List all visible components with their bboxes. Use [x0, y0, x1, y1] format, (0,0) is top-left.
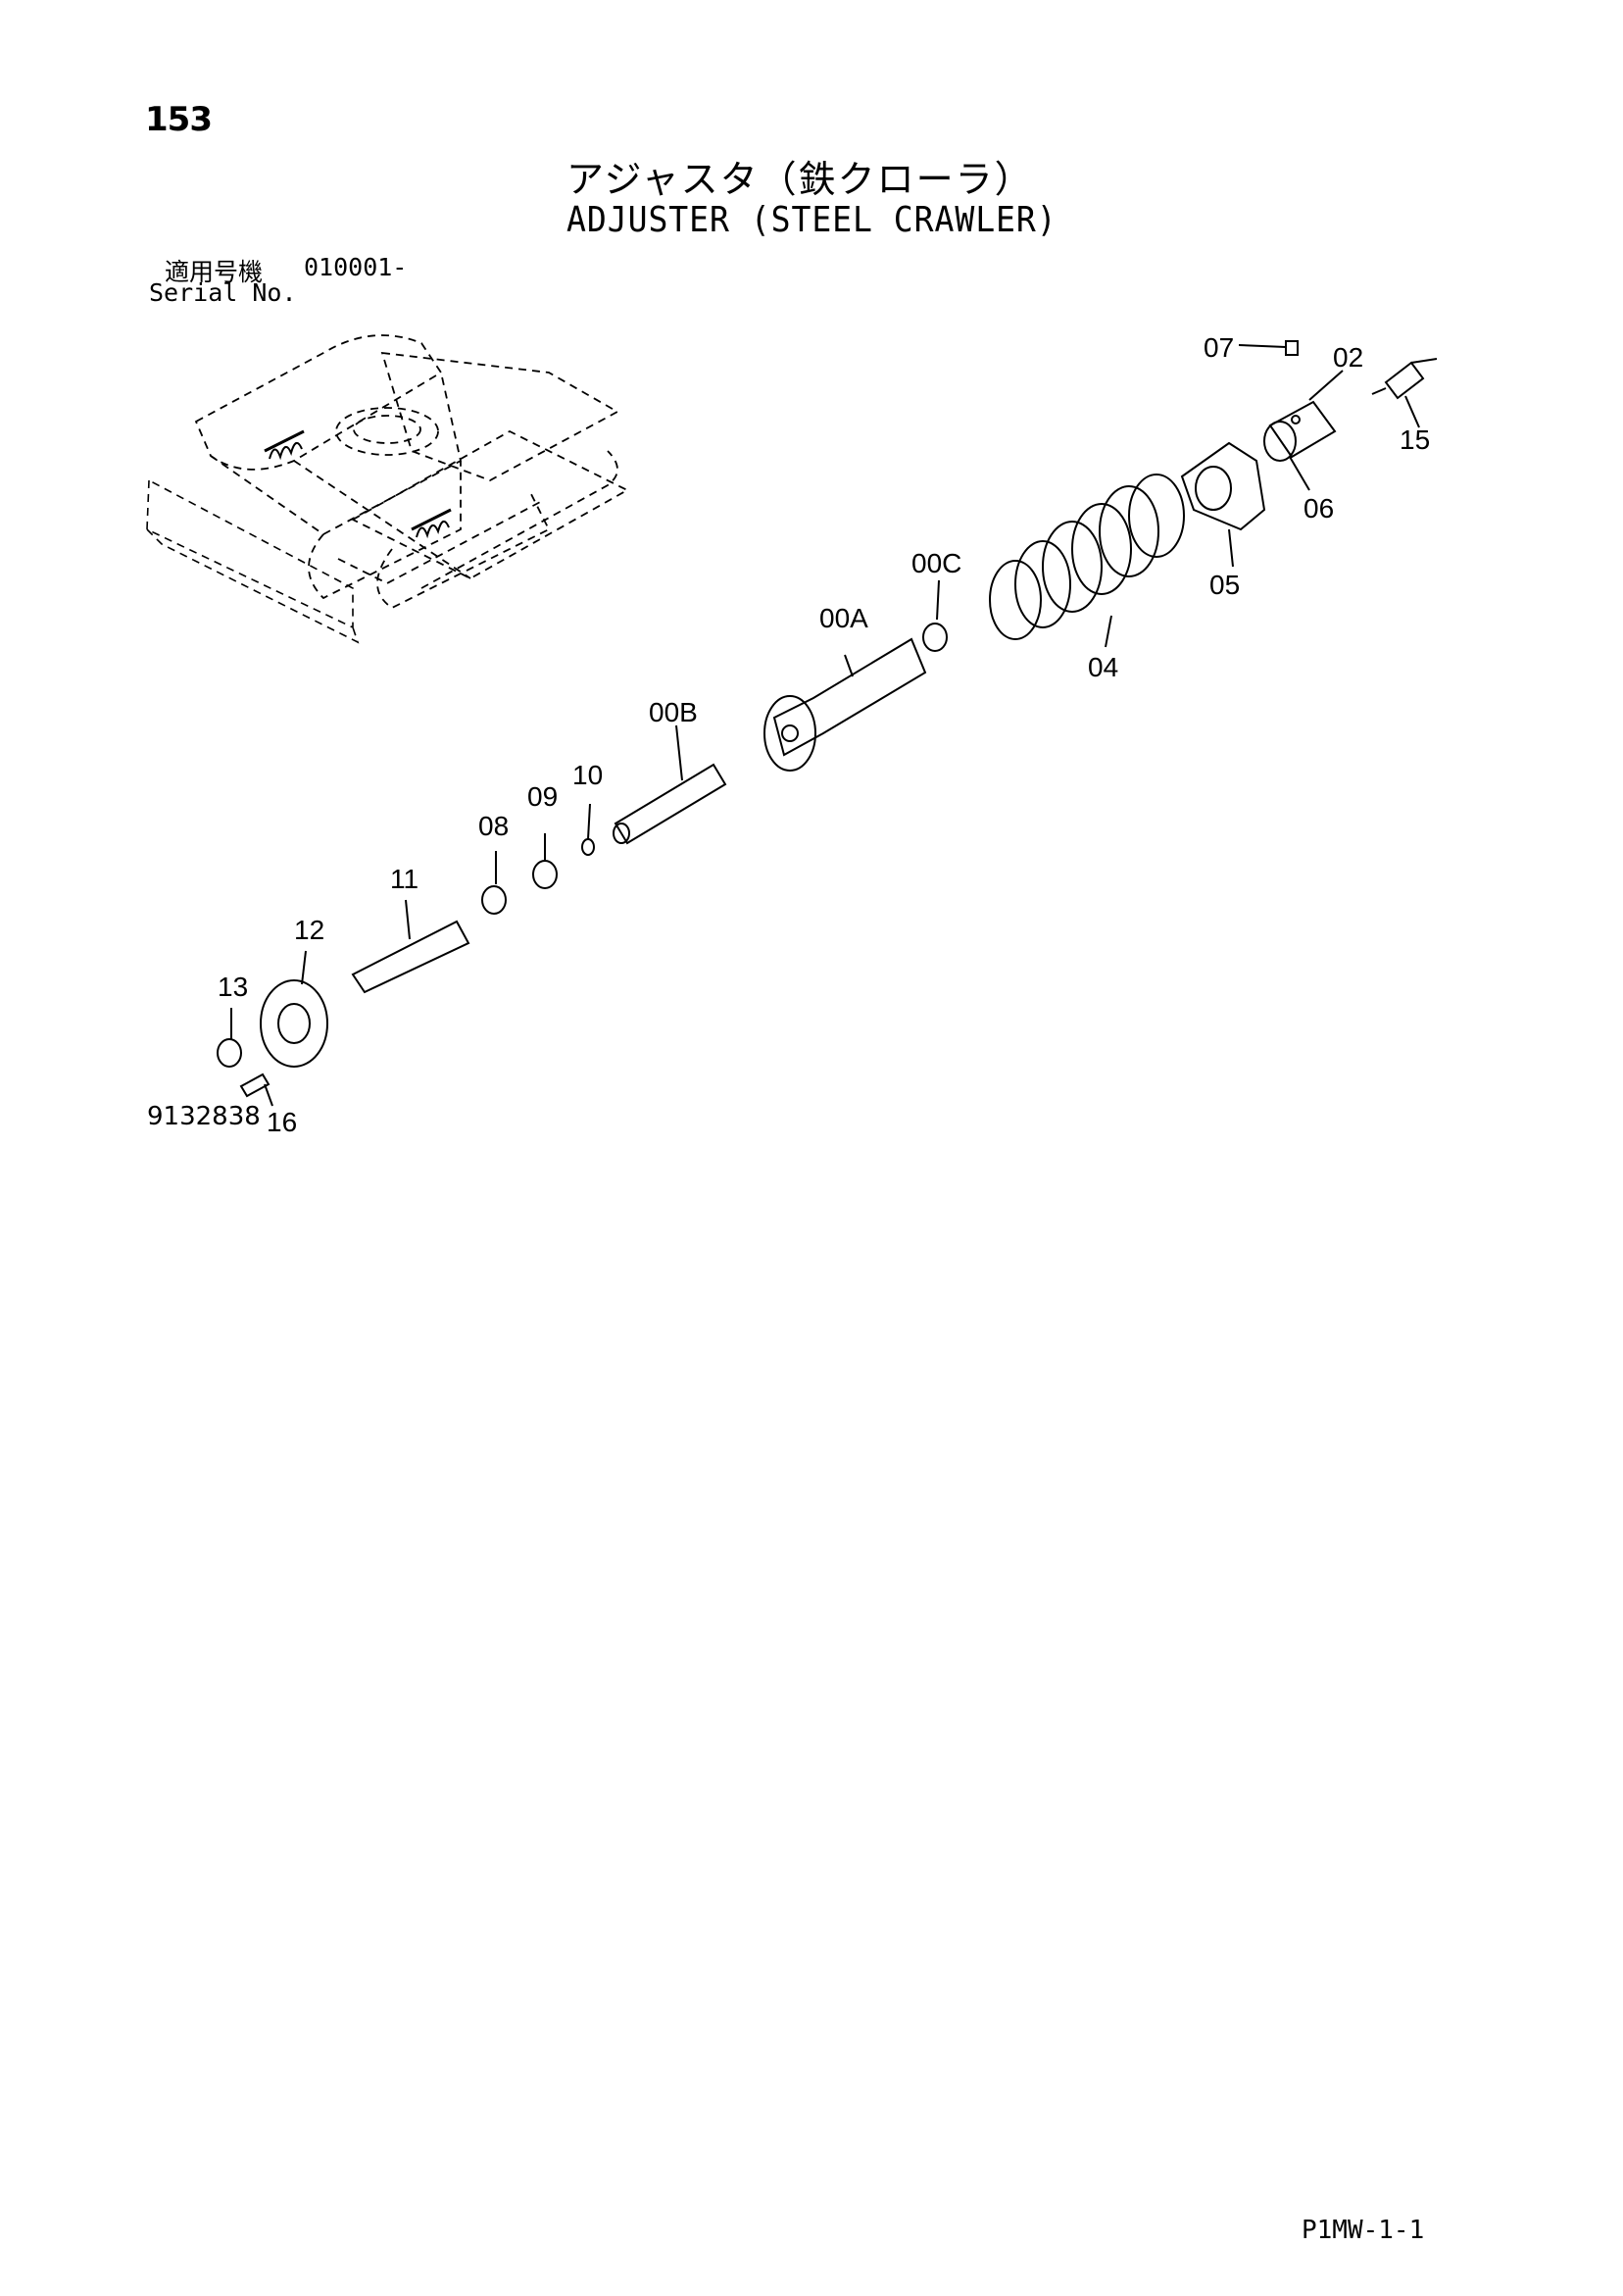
- undercarriage-overview-drawing: [194, 334, 629, 610]
- callout-09: 09: [527, 781, 558, 812]
- page-title-english: ADJUSTER (STEEL CRAWLER): [566, 200, 1057, 240]
- page-number: 153: [145, 100, 213, 139]
- part-05-bracket: [1180, 441, 1266, 568]
- callout-12: 12: [294, 915, 324, 945]
- part-13-seal-ring: [217, 1038, 242, 1068]
- part-08-seal: [481, 885, 507, 915]
- part-00a-cylinder: [763, 637, 927, 772]
- serial-label-english: Serial No.: [149, 278, 297, 307]
- part-07-grease-fitting: [1238, 340, 1299, 356]
- part-00b-piston-rod: [613, 724, 727, 845]
- part-09-bushing: [532, 860, 558, 889]
- callout-16: 16: [267, 1107, 297, 1137]
- callout-04: 04: [1088, 652, 1118, 682]
- serial-number-value: 010001-: [304, 253, 408, 281]
- blade-outline: [146, 478, 360, 644]
- serial-label-japanese: 適用号機: [165, 258, 264, 286]
- part-00c-o-ring: [922, 623, 948, 652]
- callout-00b: 00B: [649, 697, 698, 727]
- callout-02: 02: [1333, 342, 1363, 373]
- part-12-flange: [260, 950, 328, 1068]
- part-10-snap-ring: [581, 838, 595, 856]
- page-code: P1MW-1-1: [1302, 2216, 1425, 2245]
- part-06-valve-body: [1263, 370, 1344, 491]
- highlighted-adjuster-springs: [264, 429, 452, 539]
- callout-06: 06: [1303, 493, 1334, 524]
- part-04-coil-spring: [989, 474, 1185, 648]
- callout-08: 08: [478, 811, 509, 841]
- callout-05: 05: [1209, 570, 1240, 600]
- part-15-check-valve: [1371, 358, 1438, 428]
- callout-10: 10: [572, 760, 603, 790]
- callout-15: 15: [1400, 424, 1430, 455]
- part-16-bolt: [239, 1073, 273, 1107]
- drawing-number: 9132838: [147, 1102, 261, 1131]
- callout-07: 07: [1204, 332, 1234, 363]
- part-11-rod: [351, 899, 470, 994]
- callout-13: 13: [218, 972, 248, 1002]
- callout-00c: 00C: [911, 548, 961, 578]
- callout-11: 11: [390, 864, 418, 894]
- page-title-japanese: アジャスタ（鉄クローラ）: [566, 158, 1034, 201]
- callout-00a: 00A: [819, 603, 868, 633]
